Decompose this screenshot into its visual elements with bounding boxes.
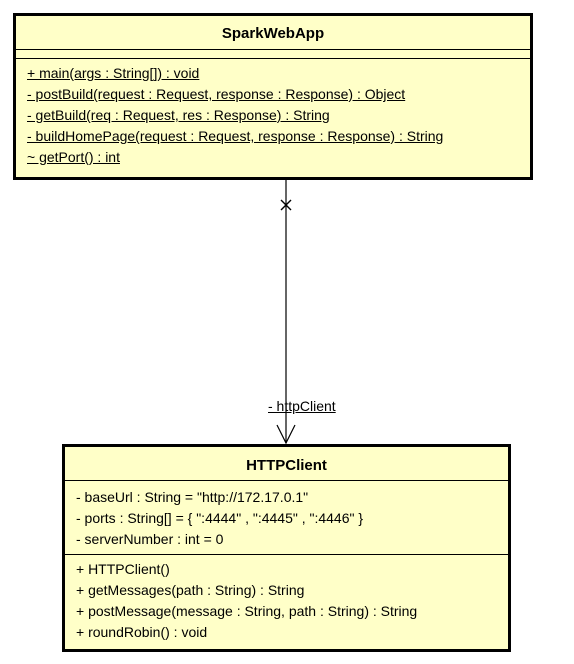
attribute-servernumber: - serverNumber : int = 0 xyxy=(76,531,224,547)
operation-postmessage: + postMessage(message : String, path : S… xyxy=(76,603,418,619)
operation-getmessages: + getMessages(path : String) : String xyxy=(76,582,305,598)
operation-roundrobin: + roundRobin() : void xyxy=(76,624,208,640)
navigable-arrowhead xyxy=(276,424,296,445)
sparkwebapp-class-name: SparkWebApp xyxy=(16,16,530,50)
association-role-label: - httpClient xyxy=(268,398,336,414)
operation-constructor: + HTTPClient() xyxy=(76,561,170,577)
sparkwebapp-operations-section: + main(args : String[]) : void - postBui… xyxy=(16,59,530,168)
sparkwebapp-attributes-section xyxy=(16,50,530,59)
httpclient-operations-section: + HTTPClient() + getMessages(path : Stri… xyxy=(65,555,508,643)
operation-postbuild: - postBuild(request : Request, response … xyxy=(27,86,406,102)
operation-main: + main(args : String[]) : void xyxy=(27,65,200,81)
httpclient-attributes-section: - baseUrl : String = "http://172.17.0.1"… xyxy=(65,481,508,555)
httpclient-class-name: HTTPClient xyxy=(65,447,508,481)
operation-getbuild: - getBuild(req : Request, res : Response… xyxy=(27,107,330,123)
operation-buildhomepage: - buildHomePage(request : Request, respo… xyxy=(27,128,444,144)
attribute-ports: - ports : String[] = { ":4444" , ":4445"… xyxy=(76,510,364,526)
sparkwebapp-class-box[interactable]: SparkWebApp + main(args : String[]) : vo… xyxy=(13,13,533,180)
operation-getport: ~ getPort() : int xyxy=(27,149,120,165)
httpclient-class-box[interactable]: HTTPClient - baseUrl : String = "http://… xyxy=(62,444,511,652)
attribute-baseurl: - baseUrl : String = "http://172.17.0.1" xyxy=(76,489,309,505)
non-navigable-cross-mark-2 xyxy=(280,199,292,211)
